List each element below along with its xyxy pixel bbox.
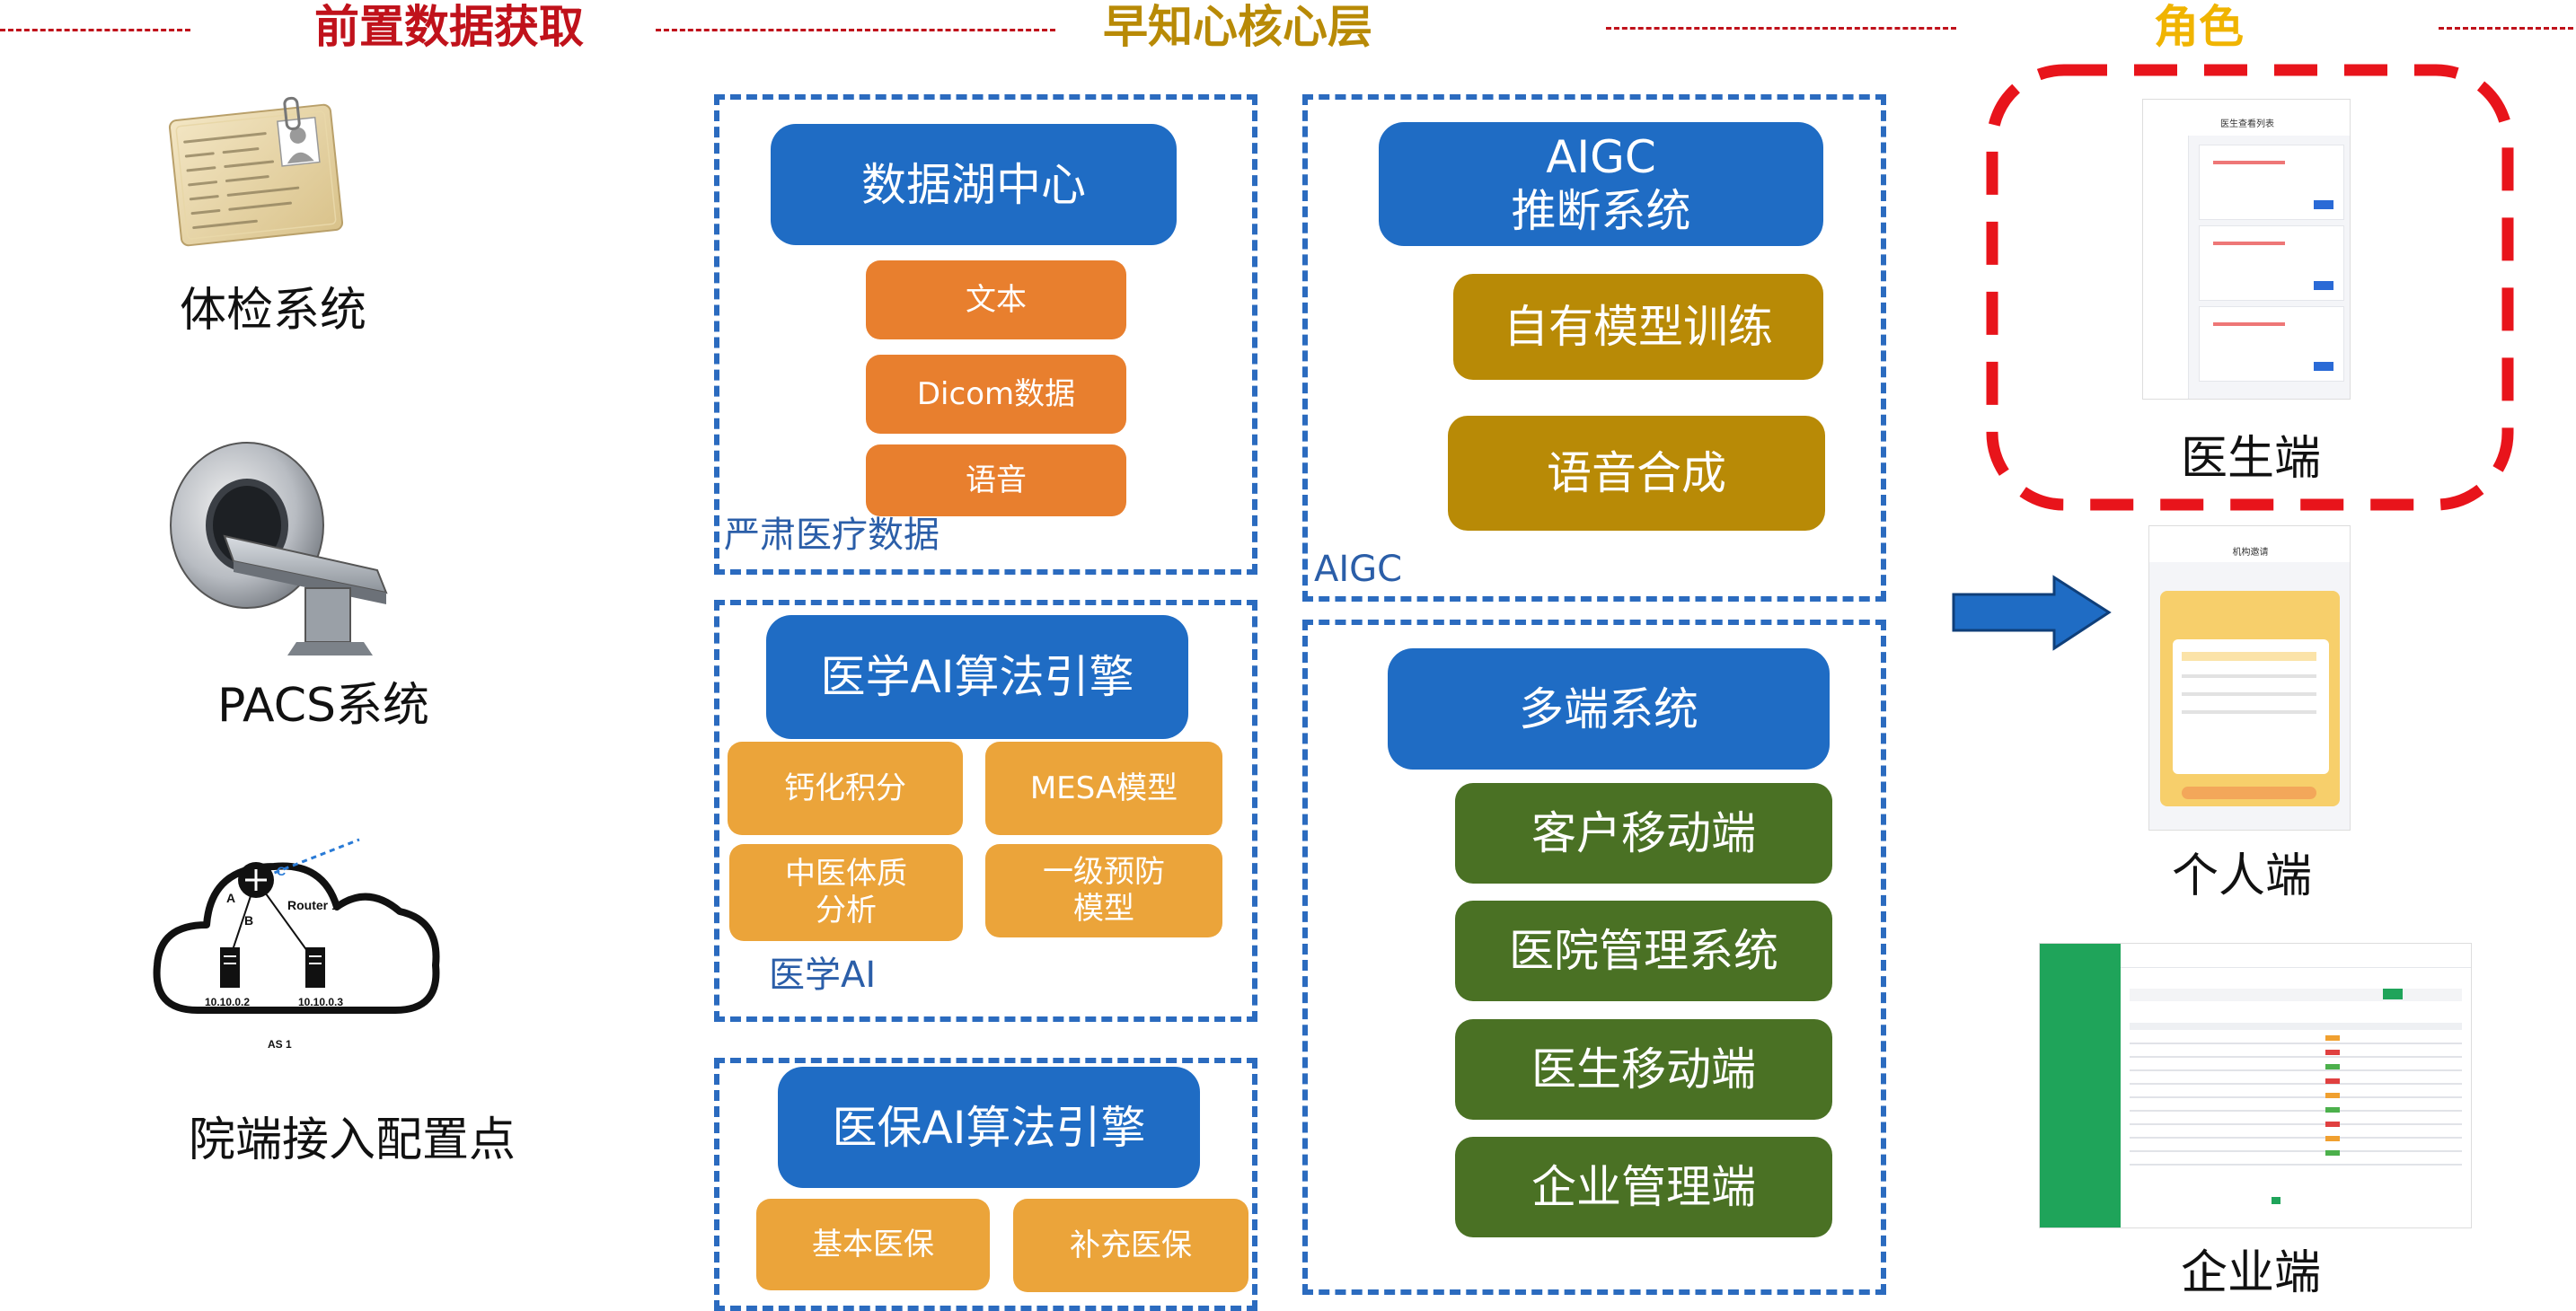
role-label-enterprise: 企业端 bbox=[2181, 1246, 2322, 1300]
id-card-icon bbox=[162, 90, 350, 260]
source-label-pacs: PACS系统 bbox=[217, 679, 430, 733]
ct-scanner-icon bbox=[162, 436, 404, 660]
doctor-highlight-frame bbox=[1985, 63, 2515, 512]
aigc-item-speech-synthesis: 语音合成 bbox=[1448, 416, 1825, 531]
panel-medical-ai bbox=[714, 600, 1257, 1022]
terminal-item-enterprise-management: 企业管理端 bbox=[1455, 1137, 1832, 1237]
network-ip-1: 10.10.0.2 bbox=[205, 996, 250, 1008]
header-divider-mid-right bbox=[1606, 27, 1956, 30]
panel-label-medical-ai: 医学AI bbox=[769, 955, 877, 996]
network-cloud-icon: A B C Router 1 10.10.0.2 10.10.0.3 AS 1 bbox=[144, 813, 449, 1055]
panel-label-serious-medical-data: 严肃医疗数据 bbox=[724, 515, 940, 556]
panel-aigc bbox=[1302, 94, 1886, 602]
network-node-a: A bbox=[226, 891, 235, 905]
network-as-label: AS 1 bbox=[268, 1038, 292, 1051]
personal-app-screen-title: 机构邀请 bbox=[2232, 548, 2269, 558]
terminal-item-doctor-mobile: 医生移动端 bbox=[1455, 1019, 1832, 1120]
header-divider-right bbox=[2439, 27, 2573, 30]
doctor-app-screenshot: 医生查看列表 bbox=[2142, 99, 2351, 400]
insurance-ai-header: 医保AI算法引擎 bbox=[778, 1067, 1200, 1188]
data-lake-header: 数据湖中心 bbox=[771, 124, 1177, 245]
insurance-item-basic: 基本医保 bbox=[756, 1199, 990, 1290]
personal-app-screenshot: 机构邀请 bbox=[2148, 525, 2351, 831]
medical-ai-header: 医学AI算法引擎 bbox=[766, 615, 1188, 739]
aigc-item-model-training: 自有模型训练 bbox=[1453, 274, 1823, 380]
source-label-physical-exam: 体检系统 bbox=[180, 284, 367, 338]
aigc-header: AIGC 推断系统 bbox=[1379, 122, 1823, 246]
multi-terminal-header: 多端系统 bbox=[1388, 648, 1830, 770]
source-label-hospital-access: 院端接入配置点 bbox=[189, 1113, 516, 1167]
role-label-personal: 个人端 bbox=[2172, 849, 2313, 903]
network-ip-2: 10.10.0.3 bbox=[298, 996, 343, 1008]
header-divider-mid-left bbox=[656, 29, 1055, 31]
enterprise-app-screenshot bbox=[2039, 943, 2472, 1228]
header-divider-left bbox=[0, 29, 190, 31]
panel-data-lake bbox=[714, 94, 1257, 575]
terminal-item-customer-mobile: 客户移动端 bbox=[1455, 783, 1832, 884]
network-node-c: C bbox=[277, 864, 286, 878]
panel-multi-terminal bbox=[1302, 620, 1886, 1295]
role-label-doctor: 医生端 bbox=[2181, 432, 2322, 486]
medical-ai-item-mesa-model: MESA模型 bbox=[985, 742, 1222, 835]
medical-ai-item-calcium-score: 钙化积分 bbox=[728, 742, 963, 835]
network-node-b: B bbox=[244, 913, 253, 928]
medical-ai-item-tcm-constitution: 中医体质 分析 bbox=[729, 844, 963, 941]
flow-arrow-icon bbox=[1951, 575, 2113, 651]
data-item-dicom: Dicom数据 bbox=[866, 355, 1126, 434]
medical-ai-item-primary-prevention: 一级预防 模型 bbox=[985, 844, 1222, 937]
insurance-item-supplementary: 补充医保 bbox=[1013, 1199, 1248, 1292]
doctor-app-screen-title: 医生查看列表 bbox=[2220, 119, 2274, 129]
network-router-label: Router 1 bbox=[287, 898, 339, 912]
section-title-core-layer: 早知心核心层 bbox=[1103, 1, 1372, 53]
data-item-text: 文本 bbox=[866, 260, 1126, 339]
data-item-voice: 语音 bbox=[866, 444, 1126, 516]
terminal-item-hospital-management: 医院管理系统 bbox=[1455, 901, 1832, 1001]
panel-label-aigc: AIGC bbox=[1314, 549, 1403, 590]
section-title-roles: 角色 bbox=[2154, 1, 2244, 53]
section-title-data-acquisition: 前置数据获取 bbox=[314, 1, 584, 53]
